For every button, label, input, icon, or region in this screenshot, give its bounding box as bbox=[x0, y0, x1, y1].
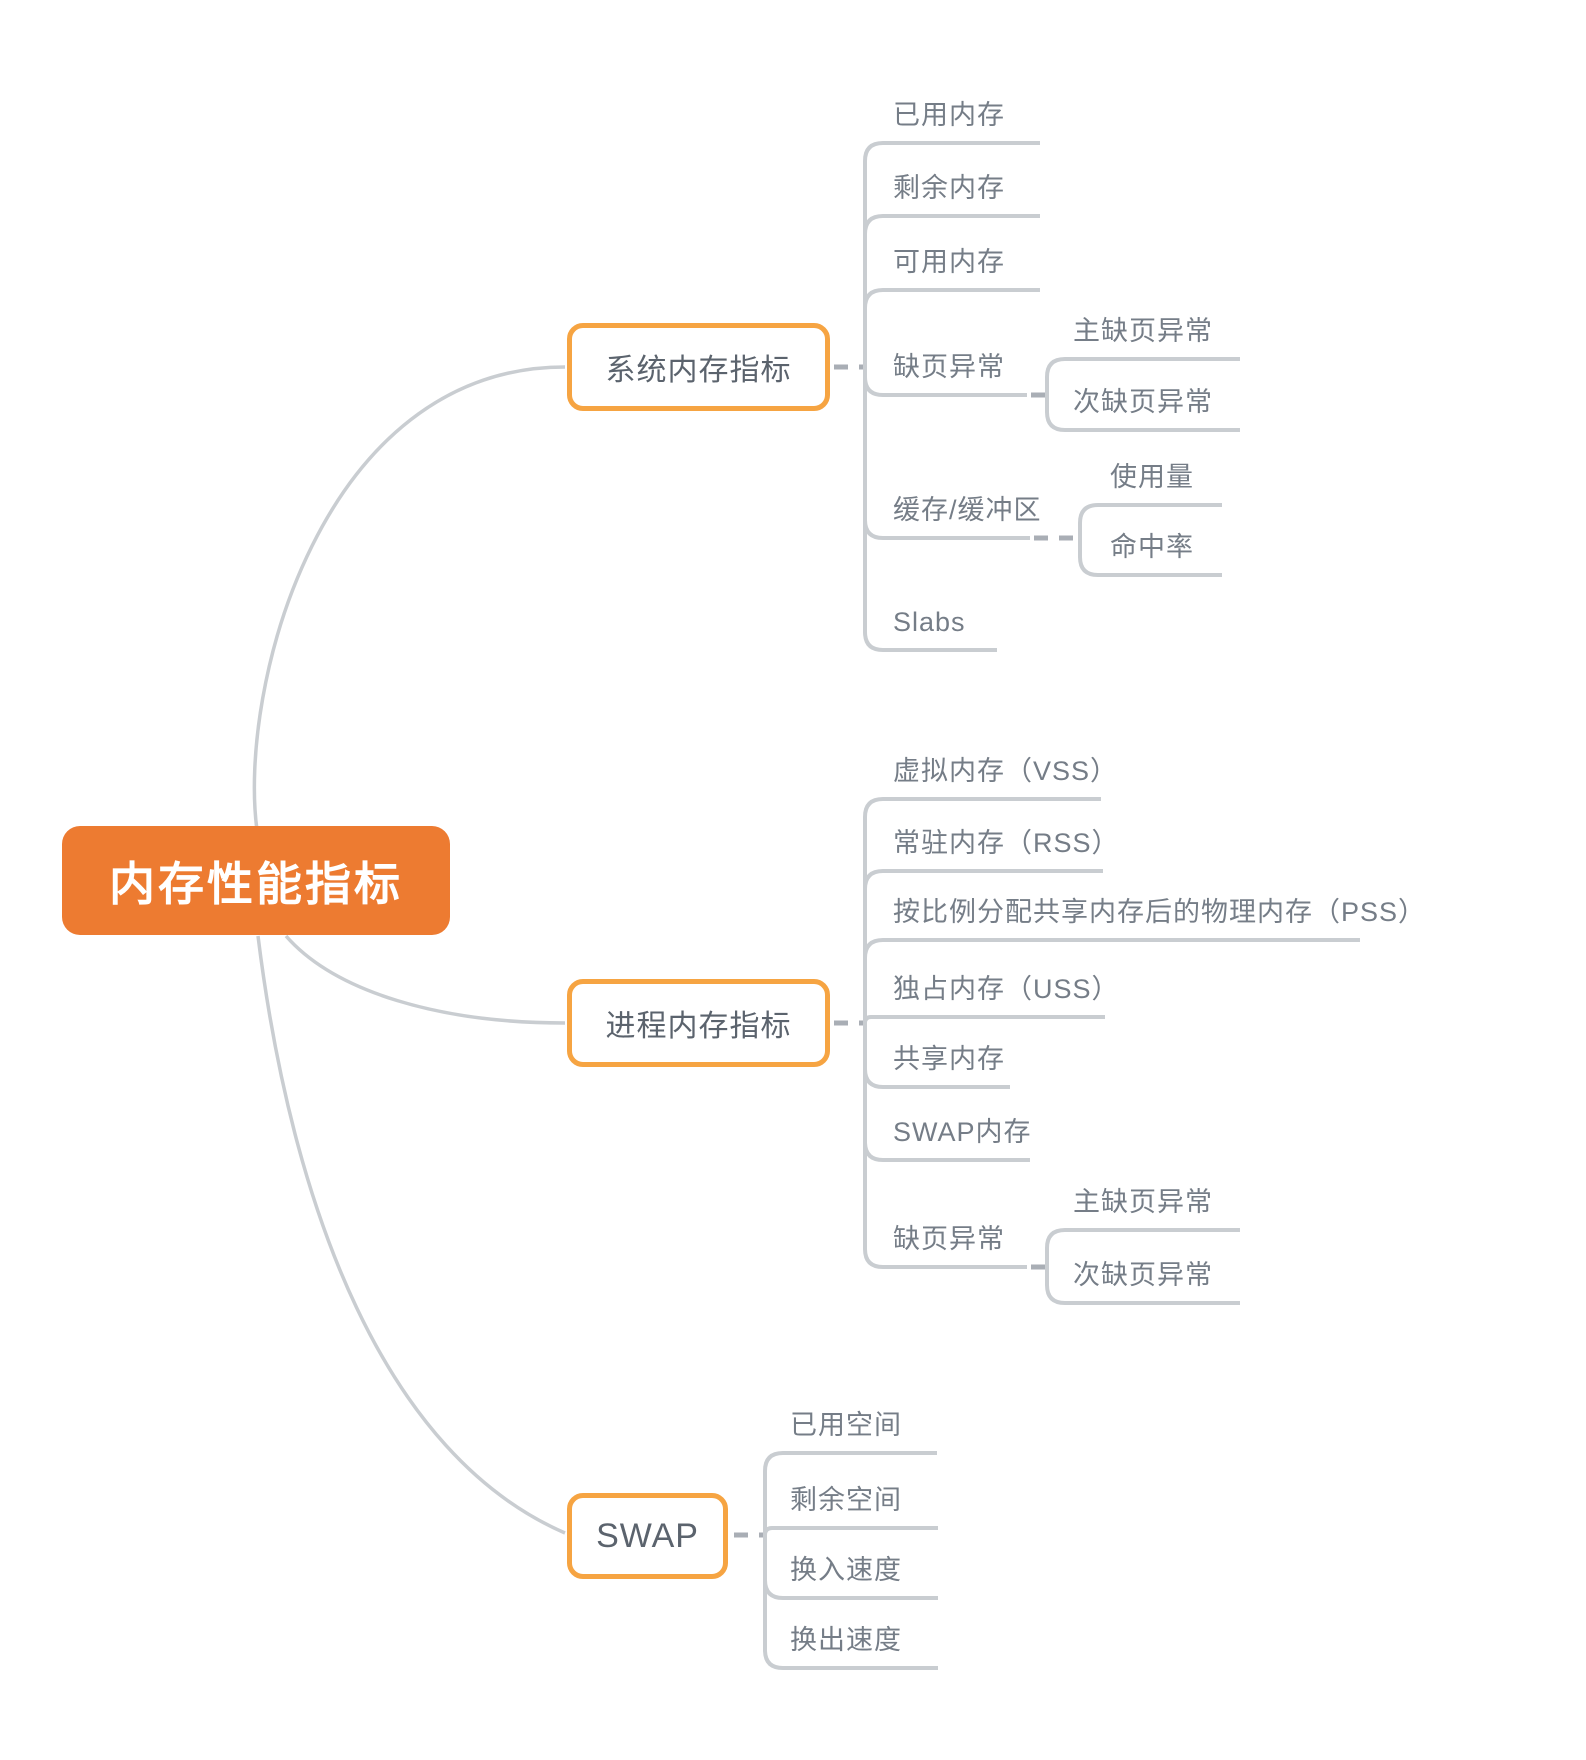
topic-swap-free-space[interactable]: 剩余空间 bbox=[790, 1485, 902, 1515]
branch-system-memory-metrics[interactable]: 系统内存指标 bbox=[567, 323, 830, 411]
root-topic[interactable]: 内存性能指标 bbox=[62, 826, 450, 935]
topic-uss[interactable]: 独占内存（USS） bbox=[893, 974, 1120, 1004]
topic-minor-page-fault-proc[interactable]: 次缺页异常 bbox=[1073, 1260, 1213, 1290]
dashed-connectors bbox=[734, 364, 1080, 1538]
topic-swap-out-speed[interactable]: 换出速度 bbox=[790, 1625, 902, 1655]
branch-process-memory-metrics[interactable]: 进程内存指标 bbox=[567, 979, 830, 1067]
topic-page-fault-sys[interactable]: 缺页异常 bbox=[893, 352, 1005, 382]
branch-swap[interactable]: SWAP bbox=[567, 1493, 728, 1579]
topic-cache-usage[interactable]: 使用量 bbox=[1110, 462, 1194, 492]
topic-slabs[interactable]: Slabs bbox=[893, 607, 966, 637]
topic-rss[interactable]: 常驻内存（RSS） bbox=[893, 828, 1120, 858]
topic-cache-hit-rate[interactable]: 命中率 bbox=[1110, 532, 1194, 562]
root-branch-curves bbox=[252, 365, 566, 1535]
topic-page-fault-proc[interactable]: 缺页异常 bbox=[893, 1224, 1005, 1254]
topic-cache-buffer[interactable]: 缓存/缓冲区 bbox=[893, 495, 1042, 525]
topic-free-memory[interactable]: 剩余内存 bbox=[893, 173, 1005, 203]
topic-swap-memory[interactable]: SWAP内存 bbox=[893, 1117, 1032, 1147]
topic-major-page-fault-sys[interactable]: 主缺页异常 bbox=[1073, 316, 1213, 346]
topic-available-memory[interactable]: 可用内存 bbox=[893, 247, 1005, 277]
topic-pss[interactable]: 按比例分配共享内存后的物理内存（PSS） bbox=[893, 897, 1427, 927]
topic-swap-in-speed[interactable]: 换入速度 bbox=[790, 1555, 902, 1585]
topic-minor-page-fault-sys[interactable]: 次缺页异常 bbox=[1073, 387, 1213, 417]
topic-vss[interactable]: 虚拟内存（VSS） bbox=[893, 756, 1119, 786]
topic-major-page-fault-proc[interactable]: 主缺页异常 bbox=[1073, 1187, 1213, 1217]
topic-swap-used-space[interactable]: 已用空间 bbox=[790, 1410, 902, 1440]
topic-shared-memory[interactable]: 共享内存 bbox=[893, 1044, 1005, 1074]
topic-used-memory[interactable]: 已用内存 bbox=[893, 100, 1005, 130]
